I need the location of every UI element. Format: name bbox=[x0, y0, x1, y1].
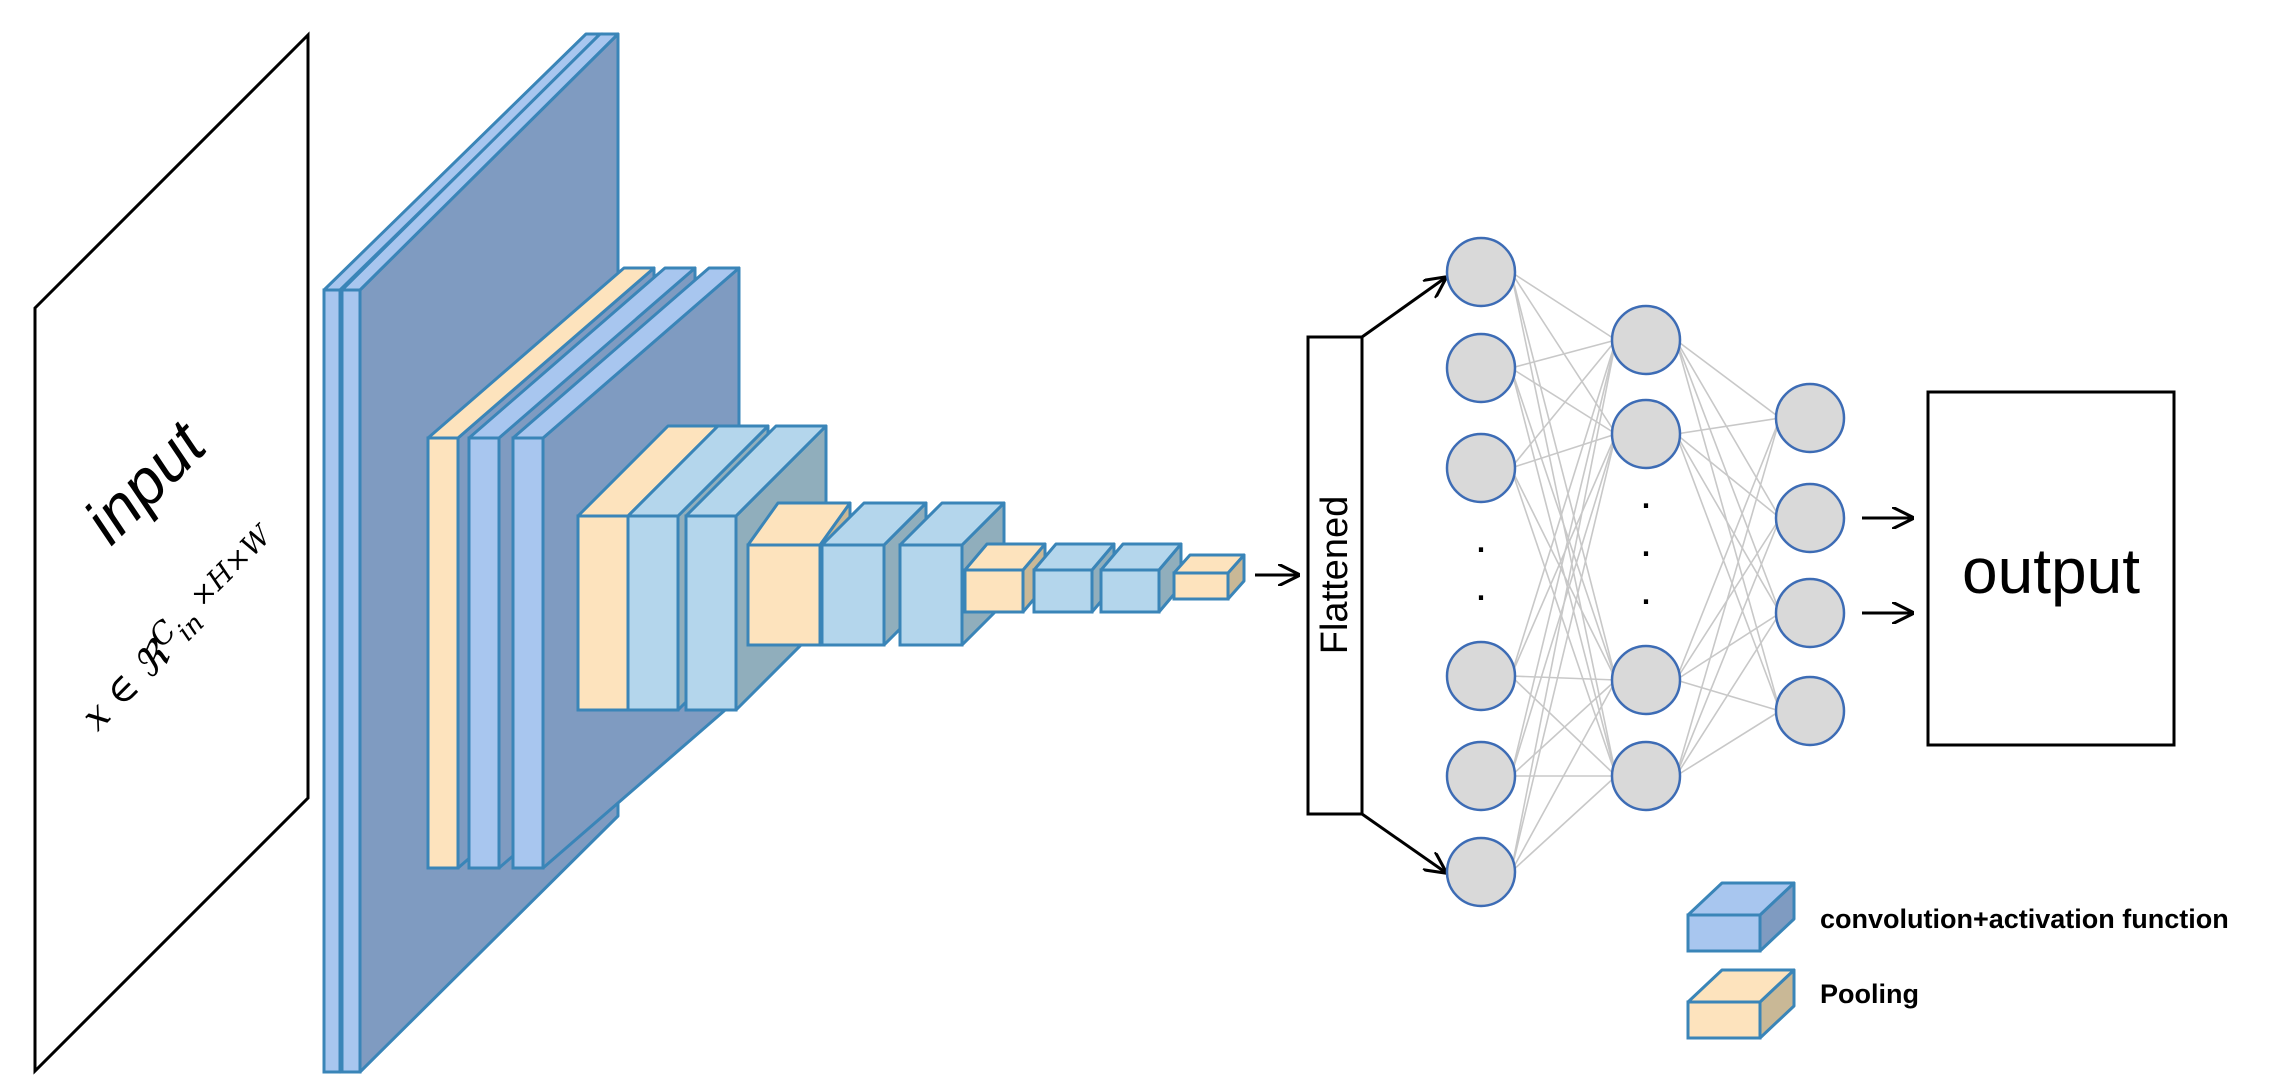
network-node bbox=[1610, 644, 1682, 716]
ellipsis-layer-1: . . bbox=[1475, 513, 1487, 610]
network-connection bbox=[1510, 433, 1617, 873]
network-connection bbox=[1510, 339, 1617, 369]
network-connection bbox=[1510, 467, 1617, 777]
network-connections bbox=[1510, 271, 1781, 873]
network-node bbox=[1445, 740, 1517, 812]
network-node bbox=[1774, 675, 1846, 747]
network-node bbox=[1445, 332, 1517, 404]
network-connection bbox=[1675, 517, 1781, 777]
network-node bbox=[1774, 577, 1846, 649]
network-connection bbox=[1510, 339, 1617, 469]
legend-conv-swatch bbox=[1686, 881, 1796, 953]
network-connection bbox=[1510, 271, 1617, 341]
conv-block bbox=[1099, 542, 1183, 614]
legend-pool-label: Pooling bbox=[1820, 979, 1919, 1009]
network-connection bbox=[1675, 339, 1781, 519]
network-connection bbox=[1510, 433, 1617, 469]
network-connection bbox=[1510, 367, 1617, 435]
pool-block bbox=[1172, 553, 1246, 601]
network-node bbox=[1774, 382, 1846, 454]
network-connection bbox=[1675, 417, 1781, 435]
legend-pool-swatch bbox=[1686, 968, 1796, 1040]
network-connection bbox=[1510, 367, 1617, 681]
network-connection bbox=[1510, 775, 1617, 873]
legend-pool-cube bbox=[1686, 968, 1796, 1040]
network-connection bbox=[1675, 339, 1781, 712]
network-connection bbox=[1675, 417, 1781, 681]
ellipsis-dot: . bbox=[1640, 469, 1652, 518]
feature-map-blocks bbox=[322, 32, 1246, 1074]
network-connection bbox=[1510, 339, 1617, 777]
flattened-arrow-bottom bbox=[1361, 812, 1445, 872]
flattened-label: Flattened bbox=[1314, 496, 1356, 654]
network-connection bbox=[1675, 710, 1781, 777]
legend-conv-cube bbox=[1686, 881, 1796, 953]
flattened-arrow-top bbox=[1361, 278, 1445, 339]
network-connection bbox=[1675, 433, 1781, 519]
network-node bbox=[1445, 432, 1517, 504]
network-connection bbox=[1510, 675, 1617, 681]
ellipsis-layer-2: . . . bbox=[1640, 469, 1652, 614]
network-connection bbox=[1675, 339, 1781, 419]
network-connection bbox=[1675, 433, 1781, 614]
network-connection bbox=[1510, 467, 1617, 681]
conv-block bbox=[1032, 542, 1116, 614]
network-node bbox=[1610, 304, 1682, 376]
output-box: output bbox=[1926, 390, 2176, 747]
input-plane: input x ∈ ℜCin ×H×W bbox=[33, 31, 310, 1075]
network-node bbox=[1610, 740, 1682, 812]
network-node bbox=[1774, 482, 1846, 554]
flattened-box: Flattened bbox=[1306, 335, 1364, 816]
ellipsis-dot: . bbox=[1640, 565, 1652, 614]
network-connection bbox=[1675, 417, 1781, 777]
network-connection bbox=[1510, 339, 1617, 873]
ellipsis-dot: . bbox=[1475, 561, 1487, 610]
network-connection bbox=[1675, 433, 1781, 712]
network-connection bbox=[1510, 339, 1617, 677]
network-node bbox=[1445, 640, 1517, 712]
network-node bbox=[1445, 836, 1517, 908]
output-label: output bbox=[1962, 535, 2140, 607]
network-nodes bbox=[1445, 236, 1846, 908]
legend-conv-label: convolution+activation function bbox=[1820, 904, 2229, 934]
legend: convolution+activation function Pooling bbox=[1686, 881, 2229, 1040]
network-connection bbox=[1510, 367, 1617, 777]
network-connection bbox=[1510, 679, 1617, 873]
network-connection bbox=[1510, 679, 1617, 777]
network-connection bbox=[1675, 612, 1781, 777]
ellipsis-dot: . bbox=[1475, 513, 1487, 562]
pool-block bbox=[963, 542, 1047, 614]
network-connection bbox=[1510, 271, 1617, 681]
network-connection bbox=[1510, 675, 1617, 777]
network-node bbox=[1610, 398, 1682, 470]
ellipsis-dot: . bbox=[1640, 517, 1652, 566]
network-connection bbox=[1510, 271, 1617, 435]
network-node bbox=[1445, 236, 1517, 308]
